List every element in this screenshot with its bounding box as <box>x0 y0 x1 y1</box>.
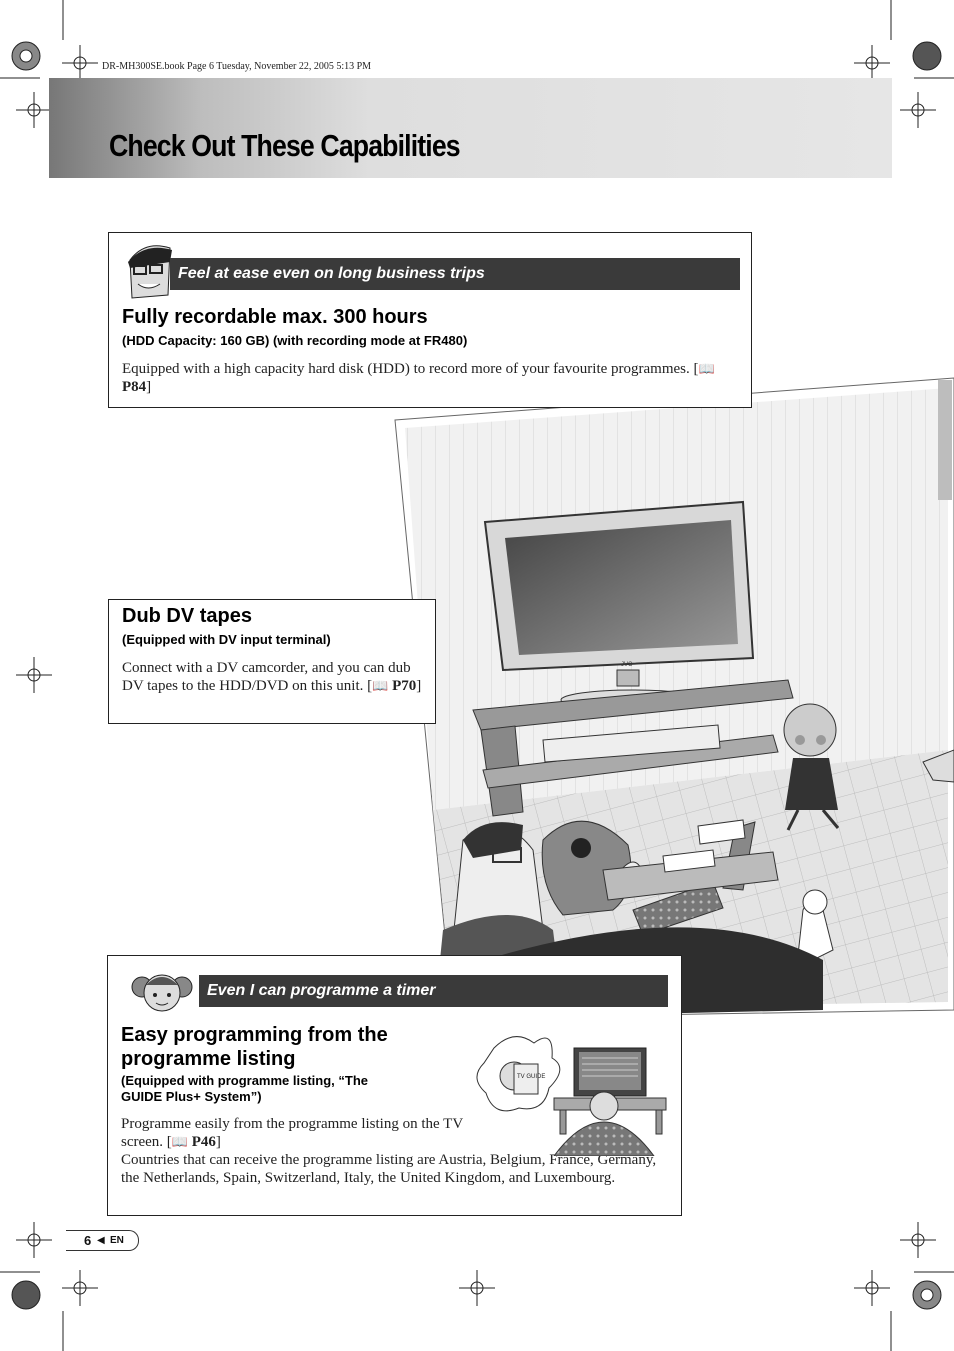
section1-subheading: (HDD Capacity: 160 GB) (with recording m… <box>122 333 468 348</box>
section3-heading-line1: Easy programming from the <box>121 1024 388 1046</box>
language-code: EN <box>110 1235 124 1246</box>
book-icon: 📖 <box>698 361 715 376</box>
living-room-illustration: JVC <box>394 377 954 1019</box>
section2-subheading: (Equipped with DV input terminal) <box>122 632 331 647</box>
businessman-face-icon <box>128 245 172 299</box>
section3-heading-line2: programme listing <box>121 1048 296 1070</box>
girl-face-icon <box>131 974 193 1012</box>
section3-subheading-line2: GUIDE Plus+ System”) <box>121 1089 262 1104</box>
page-number: 6 <box>84 1233 92 1248</box>
section2-page-ref[interactable]: P70 <box>392 678 417 694</box>
page-title: Check Out These Capabilities <box>109 128 461 163</box>
section3-body-text: Programme easily from the programme list… <box>121 1116 463 1150</box>
section3-banner: Even I can programme a timer <box>199 975 668 1007</box>
section1-page-ref[interactable]: P84 <box>122 379 147 395</box>
section2-ref-close: ] <box>416 678 422 694</box>
section3-heading: Easy programming from the programme list… <box>121 1023 388 1071</box>
file-header: DR-MH300SE.book Page 6 Tuesday, November… <box>102 61 372 72</box>
section1-body-text: Equipped with a high capacity hard disk … <box>122 361 699 377</box>
section3-page-ref[interactable]: P46 <box>191 1134 216 1150</box>
page-number-tab: 6 ◀ EN <box>66 1230 139 1251</box>
section2-body-text: Connect with a DV camcorder, and you can… <box>122 660 411 694</box>
book-icon: 📖 <box>171 1134 188 1149</box>
section1-banner: Feel at ease even on long business trips <box>170 258 740 290</box>
section3-ref-close: ] <box>215 1134 221 1150</box>
section1-body: Equipped with a high capacity hard disk … <box>122 360 722 396</box>
section-dub-dv-box <box>108 599 436 724</box>
section2-heading: Dub DV tapes <box>122 605 253 627</box>
section3-subheading-line1: (Equipped with programme listing, “The <box>121 1073 369 1088</box>
guide-book-label: TV GUIDE <box>517 1074 545 1080</box>
section1-ref-close: ] <box>146 379 152 395</box>
section3-countries: Countries that can receive the programme… <box>121 1152 657 1186</box>
section2-body: Connect with a DV camcorder, and you can… <box>122 659 427 695</box>
tv-brand: JVC <box>621 662 633 668</box>
section3-subheading: (Equipped with programme listing, “The G… <box>121 1073 368 1105</box>
section1-heading: Fully recordable max. 300 hours <box>122 306 428 328</box>
arrow-left-icon: ◀ <box>97 1235 105 1246</box>
programme-guide-illustration: TV GUIDE <box>476 1036 667 1156</box>
title-band <box>49 78 892 178</box>
section3-body: Programme easily from the programme list… <box>121 1115 466 1151</box>
book-icon: 📖 <box>372 678 389 693</box>
